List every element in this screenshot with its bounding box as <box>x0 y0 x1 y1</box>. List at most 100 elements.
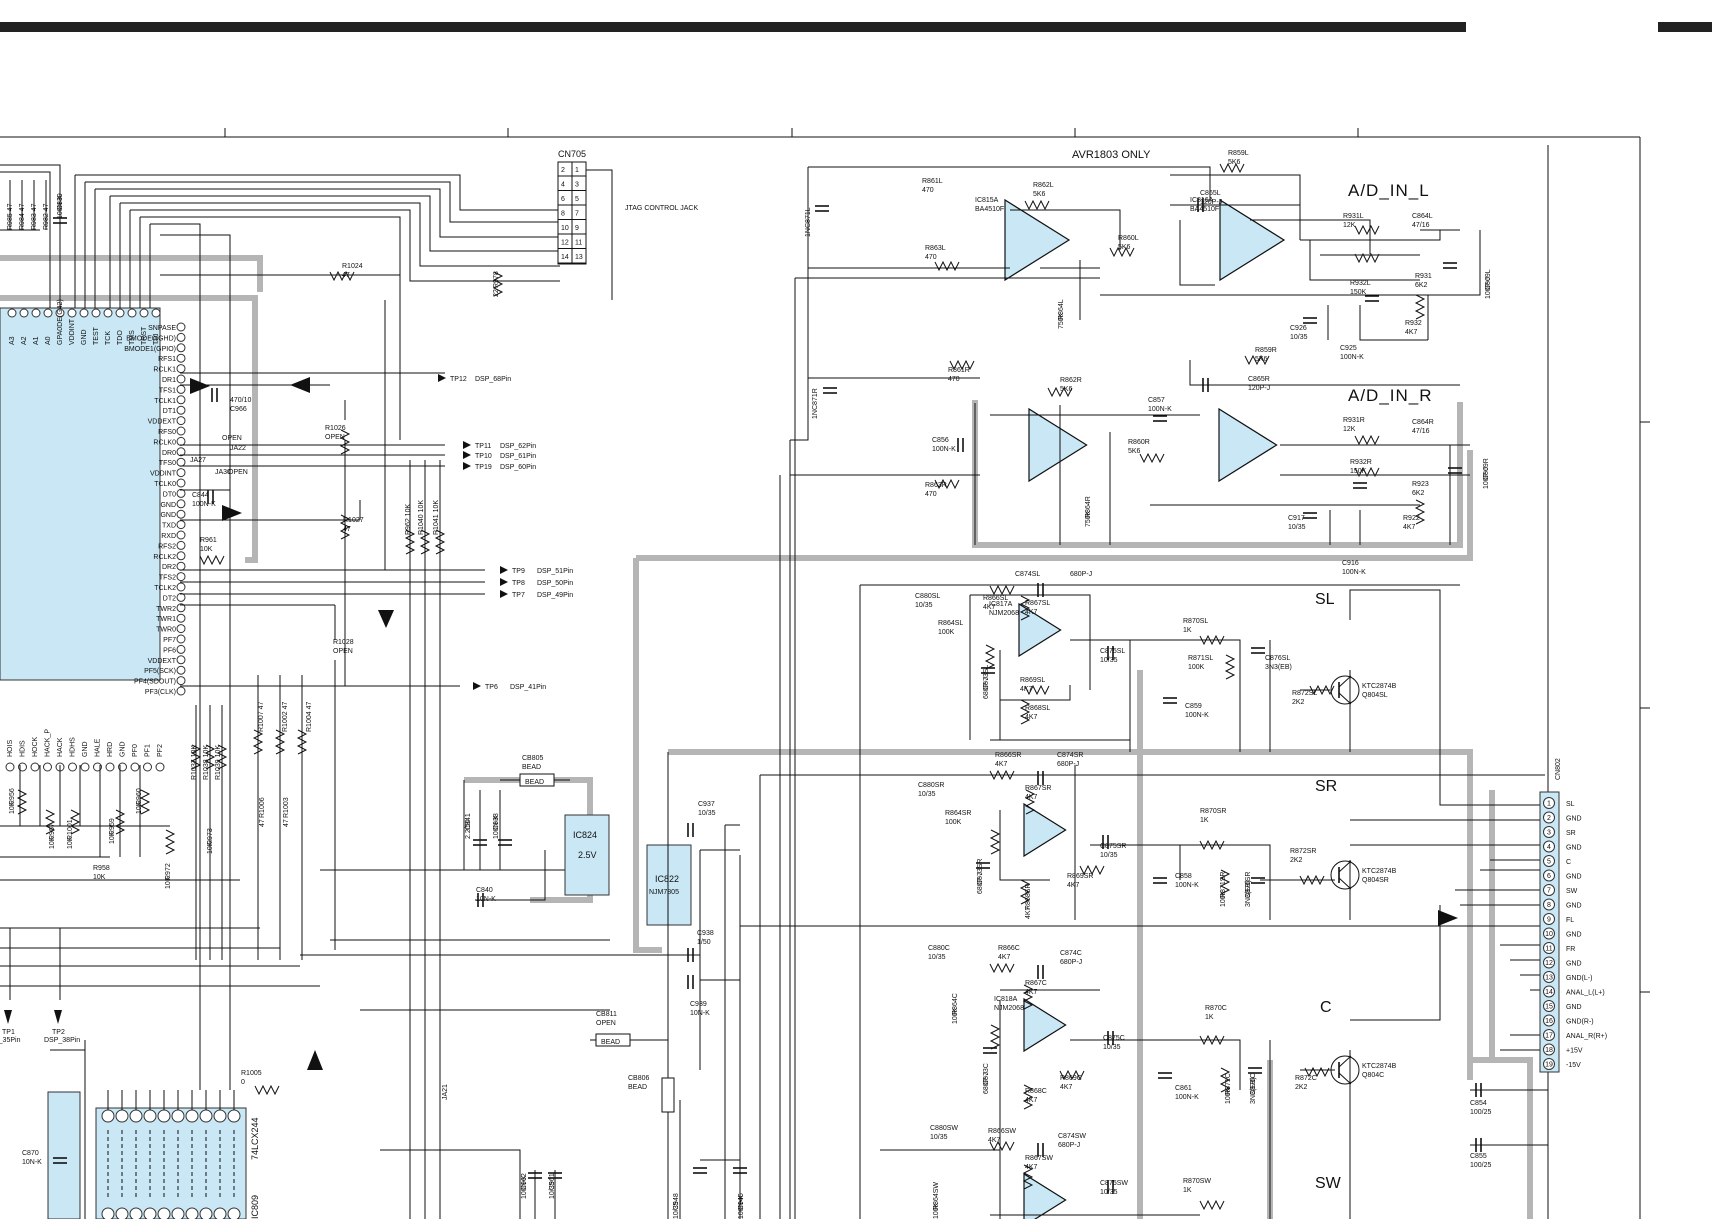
jtag-control-jack-label: JTAG CONTROL JACK <box>625 205 698 212</box>
resistor-label: R867SR <box>1025 785 1051 792</box>
transistor-part: KTC2874B <box>1362 868 1397 875</box>
resistor-label-value: 6K2 <box>1412 490 1425 497</box>
capacitor-label-value: 100N-K <box>1148 406 1172 413</box>
resistor-label: CB806 <box>628 1075 650 1082</box>
dsp-pin-label: HDHS <box>70 737 77 757</box>
cn802-pin-number: 5 <box>1547 859 1551 866</box>
dsp-pin-label: SNPASE <box>148 325 176 332</box>
dsp-pin-label: GPA0DE(G42) <box>57 299 64 345</box>
resistor-symbol <box>190 744 202 770</box>
cn802-pin-label: SR <box>1566 830 1576 837</box>
resistor-label-value: 4K7 <box>1025 989 1038 996</box>
resistor-symbol <box>1219 162 1245 174</box>
dsp-pin <box>176 592 186 602</box>
cn802-pin-number: 11 <box>1545 946 1552 953</box>
resistor-symbol <box>1199 1199 1225 1211</box>
cn802-pin-number: 14 <box>1545 989 1553 996</box>
capacitor-label-value: 100N-K <box>521 1175 528 1199</box>
resistor-label: R868SL <box>1025 705 1050 712</box>
dsp-pin <box>176 436 186 446</box>
dsp-pin-label: TDI <box>153 334 160 345</box>
dsp-pin-label: DT2 <box>163 595 176 602</box>
resistor-label-value: 4K7 <box>1067 882 1080 889</box>
resistor-label: R984 47 <box>19 203 26 230</box>
resistor-symbol <box>254 1084 280 1096</box>
resistor-symbol <box>1304 1066 1330 1078</box>
resistor-label: R867C <box>1025 980 1047 987</box>
dsp-pin-label: A0 <box>45 336 52 345</box>
dsp-pin-label: TCLK1 <box>154 398 176 405</box>
capacitor-label-value: 100N-K <box>493 815 500 839</box>
resistor-label-value: BEAD <box>628 1084 647 1091</box>
resistor-symbol <box>989 584 1015 596</box>
dsp-pin-label: PF0 <box>132 744 139 757</box>
capacitor-label-value: 10N-K <box>476 896 496 903</box>
opamp-ref: IC817A <box>989 601 1013 608</box>
resistor-label-value: 10K <box>207 841 214 854</box>
resistor-symbol <box>989 1024 1001 1050</box>
resistor-symbol <box>199 554 225 566</box>
resistor-label: R870SR <box>1200 808 1226 815</box>
cn802-pin <box>1543 985 1555 998</box>
resistor-label: C874SL <box>1015 571 1040 578</box>
capacitor-label: C838 <box>493 813 500 830</box>
resistor-label: C875SR <box>1100 843 1126 850</box>
test-point-label: TP19 <box>475 464 492 471</box>
resistor-symbol <box>492 271 504 297</box>
dsp-pin <box>31 308 41 318</box>
dsp-pin-label: GND <box>82 741 89 757</box>
resistor-label: C873C <box>983 1063 990 1085</box>
capacitor-label-value: 100N-K <box>1340 354 1364 361</box>
resistor-symbol <box>1244 354 1270 366</box>
dsp-pin <box>176 624 186 634</box>
resistor-symbol <box>419 529 431 555</box>
channel-c-label: C <box>1320 999 1332 1016</box>
resistor-label: R960 <box>136 788 143 805</box>
dsp-pin-label: TMS <box>129 330 136 345</box>
test-point-label: TP10 <box>475 453 492 460</box>
resistor-label: R1003 <box>283 797 290 818</box>
resistor-symbol <box>1059 1069 1085 1081</box>
resistor-symbol <box>274 729 286 755</box>
cn802-pin-number: 1 <box>1547 801 1551 808</box>
dsp-pin <box>143 762 152 772</box>
ic822-part: NJM7805 <box>649 889 679 896</box>
resistor-symbol <box>339 429 351 455</box>
resistor-label: C875C <box>1103 1035 1125 1042</box>
resistor-symbol <box>16 789 28 815</box>
capacitor-label: C840 <box>476 887 493 894</box>
opamp-part: BA4510F <box>1190 206 1219 213</box>
resistor-label-value: OPEN <box>325 434 345 441</box>
dsp-pin <box>176 520 186 530</box>
resistor-label: R931 <box>1415 273 1432 280</box>
opamp-symbol <box>1023 1172 1067 1219</box>
cn802-pin-label: FL <box>1566 917 1574 924</box>
resistor-label-value: 5K6 <box>1033 191 1046 198</box>
test-point-net: DSP_62Pin <box>500 443 536 450</box>
resistor-label: R958 <box>93 865 110 872</box>
dsp-pin <box>176 644 186 654</box>
resistor-label: R866SW <box>988 1128 1016 1135</box>
cn802-pin-number: 15 <box>1545 1004 1553 1011</box>
capacitor-label-value: 100N-K <box>1185 712 1209 719</box>
cn802-pin <box>1543 811 1555 824</box>
dsp-pin <box>155 762 165 772</box>
cn705-pin: 11 <box>575 240 582 247</box>
resistor-label: C880SL <box>915 593 940 600</box>
resistor-label-value: 100K <box>1220 890 1227 907</box>
ic824-value: 2.5V <box>578 850 597 860</box>
dsp-pin <box>5 762 15 772</box>
cn705-pin: 10 <box>561 225 569 232</box>
opamp-ref: IC818A <box>994 996 1018 1003</box>
resistor-symbol <box>252 729 264 755</box>
dsp-pin <box>30 762 40 772</box>
dsp-pin-label: PF4(SDOUT) <box>134 679 176 686</box>
cn802-pin-label: ANAL_L(L+) <box>1566 990 1605 997</box>
cn802-pin-label: SW <box>1566 888 1578 895</box>
dsp-pin-label: HACK <box>57 737 64 757</box>
dsp-pin <box>7 308 17 318</box>
ic809-pin-row <box>101 1090 241 1219</box>
resistor-symbol <box>1079 864 1105 876</box>
